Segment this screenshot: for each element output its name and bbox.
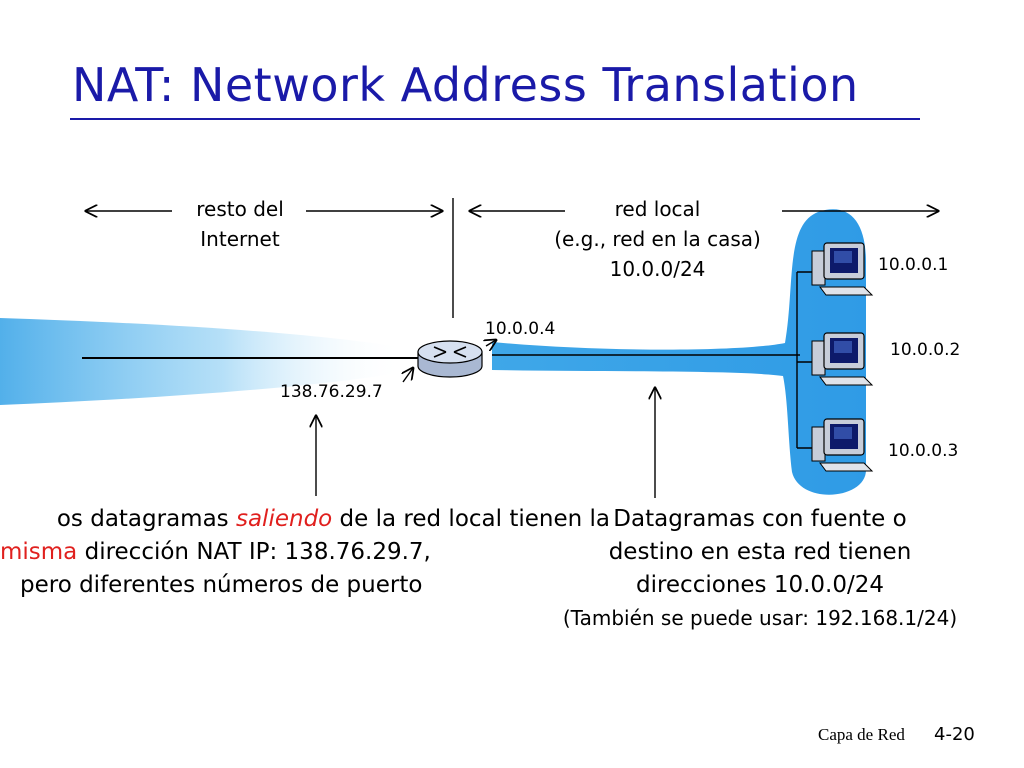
host-computer-icon xyxy=(811,418,874,472)
outside-ip-pointer xyxy=(403,368,413,383)
router-outside-ip: 138.76.29.7 xyxy=(280,382,383,402)
local-datagrams-caption: Datagramas con fuente o destino en esta … xyxy=(562,506,958,630)
inside-ip-pointer xyxy=(486,340,496,346)
local-network-label: red local (e.g., red en la casa) 10.0.0/… xyxy=(554,197,761,281)
host2-ip: 10.0.0.2 xyxy=(890,340,961,360)
outgoing-datagrams-caption: os datagramas saliendo de la red local t… xyxy=(0,506,610,598)
slide-title: NAT: Network Address Translation xyxy=(72,58,859,112)
title-underline xyxy=(70,118,920,120)
router-inside-ip: 10.0.0.4 xyxy=(485,319,556,339)
host-computer-icon xyxy=(811,242,874,296)
internet-cloud xyxy=(0,318,405,405)
rest-of-internet-label: resto del Internet xyxy=(196,197,284,251)
host1-ip: 10.0.0.1 xyxy=(878,255,949,275)
local-network-cloud xyxy=(492,209,866,495)
footer-section: Capa de Red xyxy=(818,725,905,744)
host3-ip: 10.0.0.3 xyxy=(888,441,959,461)
page-number: 4-20 xyxy=(934,724,975,745)
router-icon xyxy=(417,340,483,378)
host-computer-icon xyxy=(811,332,874,386)
